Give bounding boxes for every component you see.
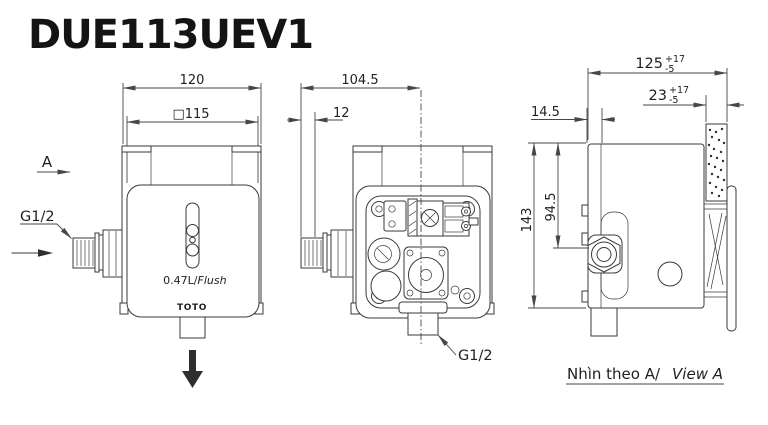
sensor-lens-top — [186, 224, 199, 237]
front-inlet-fitting — [72, 229, 123, 278]
sensor-lens-bottom — [186, 243, 199, 257]
side-dim-front-clearance: 14.5 — [531, 105, 615, 143]
dim-23-label: 23 — [649, 88, 667, 104]
back-outlet-callout: G1/2 — [437, 334, 493, 364]
back-dim-thread: 12 — [287, 106, 350, 237]
front-inlet-callout: G1/2 — [20, 209, 72, 239]
caption-vietnamese: Nhìn theo A/ — [567, 365, 661, 383]
side-dim-overall-depth: 125 +17 -5 — [587, 54, 728, 140]
flush-volume-word: Flush — [198, 274, 227, 287]
inlet-flow-arrow-icon — [11, 249, 53, 257]
outlet-flow-arrow-icon — [182, 350, 203, 388]
caption-english: View A — [672, 365, 723, 383]
view-direction-label: A — [42, 153, 53, 171]
sensor-led — [189, 236, 196, 244]
back-outlet-stub — [398, 301, 448, 336]
dim-125-tol-minus: -5 — [665, 64, 674, 75]
dim-125-tol-plus: +17 — [665, 54, 685, 65]
side-dim-heights: 143 94.5 — [520, 142, 589, 309]
rear-support-plate — [726, 185, 737, 332]
outlet-flange — [403, 246, 460, 300]
side-outlet-stub — [590, 307, 618, 337]
side-body — [581, 143, 705, 337]
inlet-hex-nut — [587, 236, 621, 273]
back-view: 104.5 12 — [287, 73, 495, 364]
dim-115-label: □115 — [172, 107, 209, 122]
wall-mounting-bracket — [704, 203, 727, 298]
dim-125-label: 125 — [635, 56, 663, 72]
product-code-title: DUE113UEV1 — [28, 12, 314, 58]
dim-143-label: 143 — [520, 208, 535, 233]
back-inlet-fitting — [300, 229, 354, 278]
back-dim-depth: 104.5 — [300, 73, 421, 237]
dim-104-5-label: 104.5 — [341, 73, 378, 88]
front-dim-cover-width: □115 — [126, 107, 259, 183]
front-view: 120 □115 — [11, 73, 264, 388]
front-cover: 0.47L/ Flush TOTO — [126, 184, 260, 339]
diaphragm-valve — [367, 237, 402, 302]
front-dim-plate-width: 120 — [122, 73, 262, 144]
side-view: 125 +17 -5 23 +17 -5 14.5 — [520, 54, 744, 385]
side-port-circle — [657, 261, 683, 287]
brand-logo: TOTO — [177, 303, 207, 313]
view-a-caption: Nhìn theo A/ View A — [566, 365, 724, 385]
dim-14-5-label: 14.5 — [531, 105, 560, 120]
solenoid-assembly — [383, 198, 479, 237]
sensor-window — [185, 202, 200, 269]
side-dim-wall-thickness: 23 +17 -5 — [643, 85, 744, 122]
dim-94-5-label: 94.5 — [544, 193, 559, 222]
flush-volume-value: 0.47L/ — [163, 274, 198, 287]
outlet-thread-label: G1/2 — [458, 348, 493, 364]
front-outlet-stub — [179, 316, 206, 339]
dim-23-tol-minus: -5 — [669, 95, 678, 106]
inlet-thread-label: G1/2 — [20, 209, 55, 225]
view-direction-marker: A — [37, 153, 71, 175]
back-plate — [350, 145, 495, 315]
dim-120-label: 120 — [180, 73, 205, 88]
dim-12-label: 12 — [333, 106, 350, 121]
dim-23-tol-plus: +17 — [669, 85, 689, 96]
front-back-plate — [119, 145, 264, 315]
wall-section — [705, 123, 728, 202]
